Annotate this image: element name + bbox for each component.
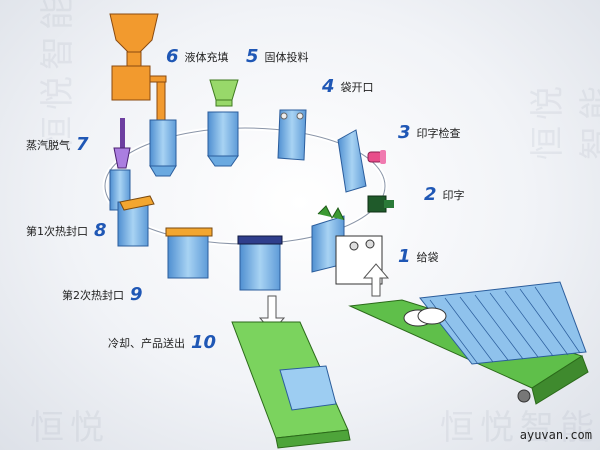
output-conveyor: [231, 321, 351, 449]
step-number: 8: [94, 220, 107, 241]
steam-nozzle: [113, 118, 131, 169]
solid-feeder-funnel: [209, 79, 239, 107]
step-1-label: 1 给袋: [398, 246, 439, 267]
step-7-label: 蒸汽脱气 7: [26, 134, 89, 155]
step-number: 10: [191, 332, 217, 353]
bag-station-5: [207, 111, 239, 167]
step-number: 7: [76, 134, 89, 155]
printer-head: [367, 195, 394, 213]
bag-station-9b: [237, 235, 283, 291]
step-text: 蒸汽脱气: [26, 138, 70, 152]
site-credit: ayuvan.com: [519, 428, 592, 442]
step-text: 印字检查: [416, 126, 461, 140]
arrow-up-feed: [362, 263, 390, 297]
bag-station-9a: [165, 227, 213, 279]
step-text: 袋开口: [340, 80, 374, 94]
bag-station-4: [277, 109, 307, 161]
bag-station-3: [337, 129, 367, 193]
step-text: 印字: [442, 188, 465, 202]
step-text: 给袋: [416, 250, 439, 264]
step-9-label: 第2次热封口 9: [62, 284, 143, 305]
step-number: 4: [322, 76, 335, 97]
step-number: 1: [398, 246, 411, 267]
step-number: 6: [166, 46, 179, 67]
step-text: 第2次热封口: [62, 288, 124, 302]
step-text: 第1次热封口: [26, 224, 88, 238]
step-3-label: 3 印字检查: [398, 122, 461, 143]
bag-feed-conveyor: [348, 281, 589, 405]
liquid-filler-hopper: [109, 13, 167, 125]
step-text: 固体投料: [264, 50, 309, 64]
step-number: 5: [246, 46, 259, 67]
step-text: 冷却、产品送出: [108, 336, 185, 350]
bag-station-8: [117, 195, 155, 247]
step-8-label: 第1次热封口 8: [26, 220, 107, 241]
bag-station-6: [149, 119, 177, 177]
step-text: 液体充填: [184, 50, 229, 64]
step-2-label: 2 印字: [424, 184, 465, 205]
print-inspection-sensor: [367, 150, 386, 164]
step-6-label: 6 液体充填: [166, 46, 229, 67]
step-number: 9: [130, 284, 143, 305]
step-number: 3: [398, 122, 411, 143]
step-4-label: 4 袋开口: [322, 76, 374, 97]
step-5-label: 5 固体投料: [246, 46, 309, 67]
step-number: 2: [424, 184, 437, 205]
step-10-label: 冷却、产品送出 10: [108, 332, 216, 353]
